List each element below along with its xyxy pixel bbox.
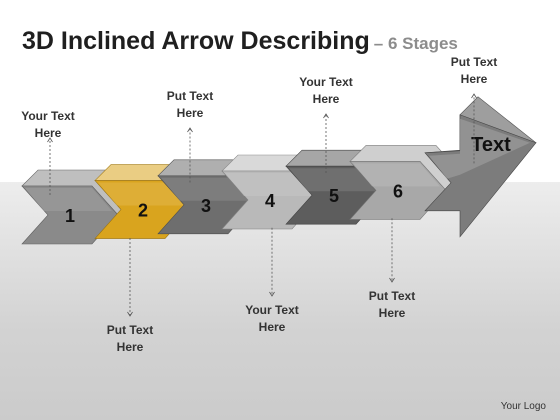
stage-3-highlight <box>161 177 248 201</box>
stage-6-highlight <box>353 163 440 187</box>
title-subtitle: – 6 Stages <box>373 34 458 53</box>
leader-stage-5-tip <box>389 277 395 283</box>
arrow-head-highlight <box>429 118 530 179</box>
arrow-head-text: Text <box>471 134 511 156</box>
leader-stage-3-tip <box>269 291 275 297</box>
stage-2-number: 2 <box>138 201 148 221</box>
logo-placeholder: Your Logo <box>500 401 546 412</box>
stage-4-highlight <box>225 173 312 196</box>
arrow-head: Text <box>424 96 537 238</box>
stage-4-number: 4 <box>265 191 275 211</box>
stage-1-chevron: 1 <box>21 169 135 245</box>
stage-3-number: 3 <box>201 196 211 216</box>
chevron-stages: 1 2 3 4 5 6 Text <box>21 96 537 245</box>
title-main: 3D Inclined Arrow Describing <box>22 27 370 55</box>
leader-start-tip <box>47 137 53 143</box>
page-title: 3D Inclined Arrow Describing– 6 Stages <box>22 20 458 57</box>
leader-stage-6-tip <box>471 93 477 99</box>
stage-2-highlight <box>98 182 185 206</box>
stage-3-chevron: 3 <box>157 159 271 235</box>
stage-6-number: 6 <box>393 181 403 201</box>
leader-lines <box>47 93 477 317</box>
stage-1-number: 1 <box>65 206 75 226</box>
stage-1-highlight <box>25 188 112 211</box>
leader-stage-1-tip <box>127 311 133 317</box>
leader-stage-2-tip <box>187 127 193 133</box>
stage-5-number: 5 <box>329 186 339 206</box>
leader-stage-4-tip <box>323 113 329 119</box>
stage-5-highlight <box>289 168 376 192</box>
